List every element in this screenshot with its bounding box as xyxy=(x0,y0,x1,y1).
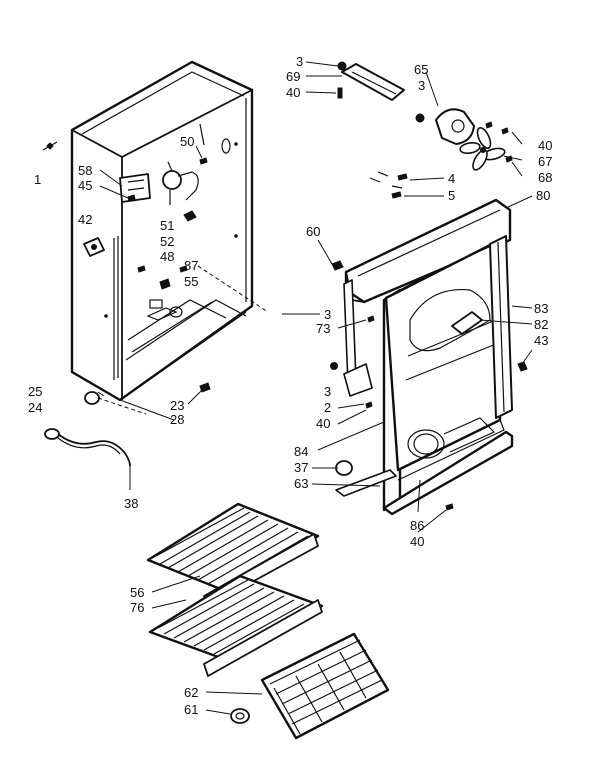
label-52: 52 xyxy=(160,234,174,249)
label-83: 83 xyxy=(534,301,548,316)
label-55: 55 xyxy=(184,274,198,289)
fan-blade xyxy=(459,127,513,171)
drain-trough-63 xyxy=(335,460,454,511)
screw-87 xyxy=(179,265,188,273)
label-65: 65 xyxy=(414,62,428,77)
part-labels: 3 69 40 65 3 40 67 68 4 5 80 1 58 45 50 … xyxy=(28,54,552,717)
label-40-fan: 40 xyxy=(538,138,552,153)
label-61: 61 xyxy=(184,702,198,717)
label-60: 60 xyxy=(306,224,320,239)
label-84: 84 xyxy=(294,444,308,459)
label-50: 50 xyxy=(180,134,194,149)
fan-motor xyxy=(415,108,509,145)
label-28: 28 xyxy=(170,412,184,427)
front-strip xyxy=(331,260,375,385)
label-3-low: 3 xyxy=(324,384,331,399)
control-sensor xyxy=(162,161,199,205)
label-4: 4 xyxy=(448,171,455,186)
label-86: 86 xyxy=(410,518,424,533)
label-80: 80 xyxy=(536,188,550,203)
label-24: 24 xyxy=(28,400,42,415)
shelf-62 xyxy=(260,632,390,740)
cabinet-liner xyxy=(70,60,254,402)
part-55 xyxy=(159,278,171,290)
label-5: 5 xyxy=(448,188,455,203)
label-56: 56 xyxy=(130,585,144,600)
label-63: 63 xyxy=(294,476,308,491)
label-42: 42 xyxy=(78,212,92,227)
label-51: 51 xyxy=(160,218,174,233)
clip-51 xyxy=(183,210,197,222)
screw-45 xyxy=(127,194,136,202)
label-40-bottom: 40 xyxy=(410,534,424,549)
label-37: 37 xyxy=(294,460,308,475)
label-73: 73 xyxy=(316,321,330,336)
fan-bracket xyxy=(337,61,405,101)
label-62: 62 xyxy=(184,685,198,700)
screws-4-5 xyxy=(369,171,408,199)
label-67: 67 xyxy=(538,154,552,169)
side-strip-83 xyxy=(489,235,513,419)
label-45: 45 xyxy=(78,178,92,193)
label-3-top: 3 xyxy=(296,54,303,69)
drain-tube xyxy=(44,428,131,467)
label-40-top: 40 xyxy=(286,85,300,100)
label-3-motor: 3 xyxy=(418,78,425,93)
label-3-mid: 3 xyxy=(324,307,331,322)
label-1: 1 xyxy=(34,172,41,187)
label-2: 2 xyxy=(324,400,331,415)
bracket-42 xyxy=(83,237,105,257)
label-69: 69 xyxy=(286,69,300,84)
label-58: 58 xyxy=(78,163,92,178)
label-48: 48 xyxy=(160,249,174,264)
label-43: 43 xyxy=(534,333,548,348)
evaporator-cover xyxy=(344,198,514,516)
thermostat-bracket xyxy=(119,173,151,203)
screw-48 xyxy=(137,265,146,273)
shelf-stop-61 xyxy=(230,708,250,724)
clip-43 xyxy=(517,361,528,372)
label-38: 38 xyxy=(124,496,138,511)
leader-lines xyxy=(97,61,533,715)
label-82: 82 xyxy=(534,317,548,332)
spacer-25 xyxy=(84,391,100,405)
label-76: 76 xyxy=(130,600,144,615)
drain-trough xyxy=(146,307,178,321)
label-87: 87 xyxy=(184,258,198,273)
label-25: 25 xyxy=(28,384,42,399)
label-68: 68 xyxy=(538,170,552,185)
star-washer-1 xyxy=(42,141,58,151)
label-23: 23 xyxy=(170,398,184,413)
bracket-2 xyxy=(330,362,373,409)
label-40-low: 40 xyxy=(316,416,330,431)
screw-50 xyxy=(199,157,208,165)
shelf-76 xyxy=(148,574,324,677)
